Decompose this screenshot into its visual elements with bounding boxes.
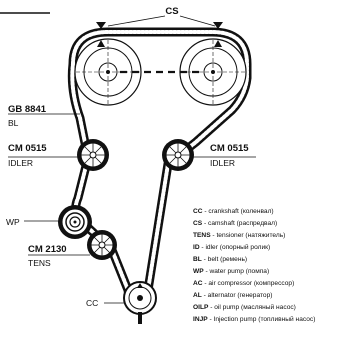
- legend-item: AC - air compressor (компрессор): [193, 280, 294, 287]
- cs-leader-left: [107, 15, 166, 27]
- legend-item: AL - alternator (генератор): [193, 292, 272, 299]
- tensioner: [87, 230, 117, 260]
- legend-item: CS - camshaft (распредвал): [193, 220, 277, 227]
- legend-item: WP - water pump (помпа): [193, 268, 269, 275]
- idler-left-code: CM 0515: [8, 143, 47, 154]
- legend-item: BL - belt (ремень): [193, 256, 247, 263]
- leader-lines: [8, 113, 256, 304]
- timing-marks: [96, 22, 223, 47]
- legend-item: ID - idler (опорный ролик): [193, 243, 270, 251]
- legend-item: INJP - Injection pump (топливный насос): [193, 315, 315, 323]
- cc-label: CC: [86, 298, 98, 308]
- gb-code-label: GB 8841: [8, 104, 47, 115]
- crank-mark-icon: [138, 312, 142, 324]
- crankshaft-pulley: [123, 281, 157, 324]
- tens-code-label: CM 2130: [28, 244, 67, 255]
- timing-notch-right-icon: [214, 40, 222, 47]
- legend-item: OILP - oil pump (масляный насос): [193, 303, 296, 311]
- wp-label: WP: [6, 217, 20, 227]
- cs-label: CS: [165, 6, 178, 17]
- idler-right: [162, 139, 194, 171]
- timing-notch-left-icon: [97, 40, 105, 47]
- idler-left-sub: IDLER: [8, 158, 33, 168]
- gb-sub-label: BL: [8, 118, 19, 128]
- timing-arrow-right-icon: [213, 22, 223, 29]
- timing-arrow-left-icon: [96, 22, 106, 29]
- legend-item: TENS - tensioner (натяжитель): [193, 232, 285, 239]
- camshaft-pulley-right: [179, 38, 247, 106]
- tens-sub-label: TENS: [28, 258, 51, 268]
- crank-notch-icon: [137, 283, 143, 288]
- idler-right-code: CM 0515: [210, 143, 249, 154]
- idler-right-sub: IDLER: [210, 158, 235, 168]
- cs-leader-right: [179, 15, 216, 27]
- camshaft-pulley-left: [74, 38, 142, 106]
- idler-left: [77, 139, 109, 171]
- legend-item: CC - crankshaft (коленвал): [193, 208, 274, 215]
- legend: CC - crankshaft (коленвал) CS - camshaft…: [193, 208, 315, 323]
- water-pump: [58, 205, 92, 239]
